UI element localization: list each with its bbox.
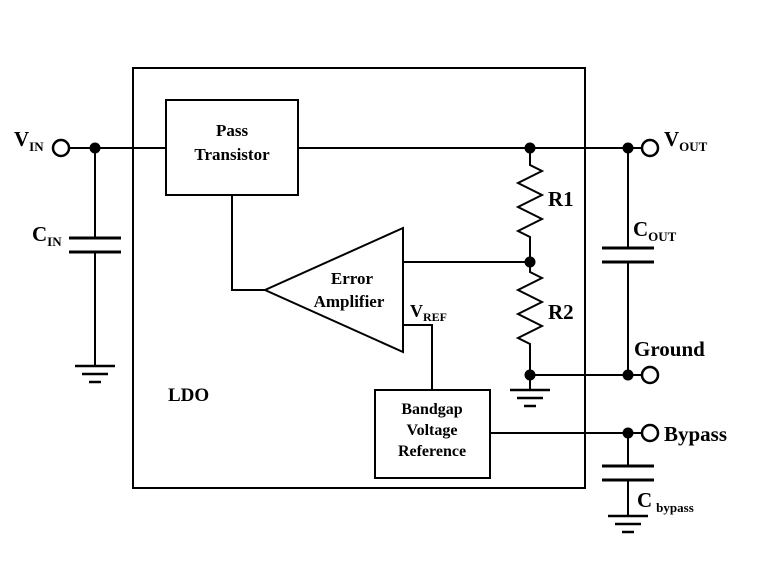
error-amplifier-label-line2: Amplifier	[314, 292, 385, 311]
vout-terminal	[640, 138, 660, 158]
junction-vin-cin	[89, 142, 101, 154]
junction-rail-cout	[622, 142, 634, 154]
cbypass-ground-symbol	[608, 514, 648, 534]
wire-amp-to-pass	[231, 195, 265, 291]
cin-label: CIN	[32, 222, 62, 249]
vin-label-base: V	[14, 127, 29, 151]
vref-label: VREF	[410, 301, 447, 324]
error-amplifier-label-line1: Error	[331, 269, 374, 288]
cin-ground-symbol	[75, 364, 115, 384]
bypass-label: Bypass	[664, 422, 727, 446]
junction-cout-ground	[622, 369, 634, 381]
ground-label: Ground	[634, 337, 705, 361]
error-amplifier-triangle	[262, 226, 404, 354]
bandgap-label-line1: Bandgap	[401, 401, 462, 418]
bandgap-label-line3: Reference	[398, 443, 466, 460]
bypass-terminal	[640, 423, 660, 443]
r1-label: R1	[548, 187, 574, 211]
junction-feedback	[524, 256, 536, 268]
cout-label-sub: OUT	[648, 229, 677, 244]
junction-bypass-cbypass	[622, 427, 634, 439]
vin-label-sub: IN	[29, 139, 44, 154]
vout-label: VOUT	[664, 127, 708, 154]
junction-r2-ground	[524, 369, 536, 381]
resistor-r1	[515, 148, 545, 262]
cout-label: COUT	[633, 217, 677, 244]
cin-label-base: C	[32, 222, 47, 246]
resistor-r2	[515, 262, 545, 375]
wire-vref	[403, 324, 433, 390]
vref-label-sub: REF	[423, 310, 447, 324]
vref-label-base: V	[410, 301, 423, 321]
cbypass-label-base: C	[637, 488, 652, 512]
cout-label-base: C	[633, 217, 648, 241]
ground-terminal	[640, 365, 660, 385]
vout-label-base: V	[664, 127, 679, 151]
vin-terminal	[51, 138, 71, 158]
r2-ground-symbol	[510, 388, 550, 408]
vin-label: VIN	[14, 127, 44, 154]
cin-label-sub: IN	[47, 234, 62, 249]
ldo-boundary-box	[132, 67, 586, 489]
vout-label-sub: OUT	[679, 139, 708, 154]
r2-label: R2	[548, 300, 574, 324]
pass-transistor-label-line2: Transistor	[194, 145, 270, 164]
cbypass-label-sub: bypass	[656, 500, 694, 515]
ldo-label: LDO	[168, 385, 209, 406]
junction-rail-r1	[524, 142, 536, 154]
pass-transistor-label-line1: Pass	[216, 121, 249, 140]
bandgap-label-line2: Voltage	[407, 422, 458, 439]
